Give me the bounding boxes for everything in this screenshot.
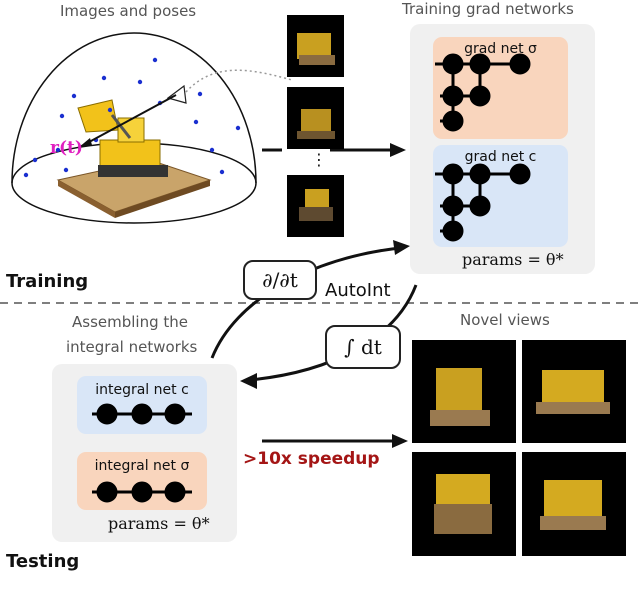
hemisphere-dome — [11, 32, 257, 184]
image-stack-ellipsis: ⋮ — [311, 150, 327, 169]
speedup-label: >10x speedup — [243, 449, 380, 469]
grad-net-sigma-label: grad net σ — [464, 41, 537, 57]
integral-net-sigma-label: integral net σ — [94, 458, 190, 474]
integral-net-c-label: integral net c — [95, 382, 189, 398]
novel-view-4 — [522, 452, 626, 556]
training-panel: grad net σ grad net c params = θ* — [410, 24, 595, 274]
grad-net-sigma-graph — [435, 53, 531, 132]
bulldozer-model — [77, 99, 168, 177]
testing-panel: integral net c integral net σ params = θ… — [52, 364, 237, 542]
testing-section-label: Testing — [6, 551, 80, 572]
autoint-label: AutoInt — [325, 280, 391, 301]
testing-params: params = θ* — [108, 514, 210, 533]
training-grad-networks-label: Training grad networks — [402, 0, 574, 18]
input-image-2 — [287, 87, 344, 149]
pose-to-image-link — [185, 69, 293, 93]
novel-view-3 — [412, 452, 516, 556]
input-image-1 — [287, 15, 344, 77]
input-image-3 — [287, 175, 344, 237]
integral-net-graphs — [92, 403, 192, 503]
novel-view-2 — [522, 340, 626, 443]
grad-net-c-graph — [435, 163, 531, 242]
images-and-poses-label: Images and poses — [60, 2, 197, 20]
derivative-operator-box: ∂/∂t — [243, 260, 317, 300]
integral-operator-box: ∫ dt — [325, 325, 401, 369]
ray-line — [77, 94, 177, 149]
assembling-label-line2: integral networks — [66, 338, 198, 356]
assembling-label-line1: Assembling the — [72, 313, 189, 331]
integral-net-sigma-graph — [92, 481, 192, 503]
training-params: params = θ* — [462, 250, 564, 269]
novel-view-1 — [412, 340, 516, 443]
ray-label: r(t) — [50, 138, 83, 158]
camera-frustum — [166, 84, 187, 104]
grad-net-c-label: grad net c — [464, 149, 537, 165]
grad-net-graphs — [435, 53, 531, 242]
integral-net-c-graph — [92, 403, 192, 425]
novel-views-label: Novel views — [460, 311, 550, 329]
training-section-label: Training — [6, 271, 89, 292]
